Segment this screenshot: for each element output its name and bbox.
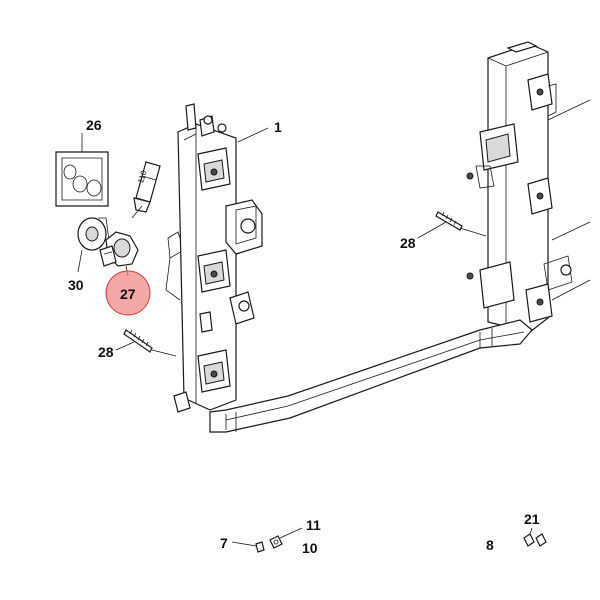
- leader-28-right: [417, 221, 447, 239]
- stud-left[interactable]: [123, 329, 153, 353]
- left-rail-throttle-body: [225, 199, 263, 255]
- stud-right[interactable]: [435, 211, 463, 231]
- callout-28-right: 28: [400, 235, 416, 251]
- lubricant-tube[interactable]: [133, 161, 161, 213]
- left-rail-injector-3: [197, 349, 231, 393]
- callout-8: 8: [486, 537, 494, 553]
- leader-110-to-part: [131, 205, 143, 219]
- right-rail-injector-mid: [527, 177, 553, 215]
- bottom-parts: [231, 527, 547, 553]
- left-fuel-rail[interactable]: [173, 103, 263, 413]
- callout-1: 1: [274, 119, 282, 135]
- callout-7: 7: [220, 535, 228, 551]
- callout-30: 30: [68, 277, 84, 293]
- leader-28-left-to-rail: [151, 349, 177, 357]
- seal-grommet[interactable]: [77, 217, 111, 251]
- fuel-pressure-sensor[interactable]: [99, 231, 139, 267]
- leader-30: [77, 249, 83, 273]
- callout-27: 27: [120, 286, 136, 302]
- left-rail-injector-1: [197, 147, 231, 191]
- leader-28-right-to-rail: [459, 227, 487, 237]
- highlight-circle-icon[interactable]: [105, 270, 151, 316]
- callout-26: 26: [86, 117, 102, 133]
- fuel-crossover-pipe[interactable]: [209, 319, 533, 433]
- oring-kit-box[interactable]: [55, 151, 109, 207]
- right-rail-injector-bottom: [525, 283, 553, 323]
- callout-28-left: 28: [98, 344, 114, 360]
- left-rail-pressure-sensor: [199, 291, 255, 333]
- bottom-crop-band: [0, 553, 600, 600]
- right-fuel-rail[interactable]: [466, 41, 591, 333]
- callout-10: 10: [302, 540, 318, 556]
- callout-11: 11: [306, 517, 321, 533]
- right-rail-injector-top: [527, 73, 557, 117]
- right-rail-regulator: [466, 255, 573, 309]
- leader-1: [237, 127, 269, 143]
- leader-28-left: [115, 341, 135, 351]
- right-rail-valve-housing: [466, 123, 519, 189]
- callout-21: 21: [524, 511, 540, 527]
- left-rail-injector-2: [197, 249, 231, 293]
- callout-110: 110: [136, 169, 149, 184]
